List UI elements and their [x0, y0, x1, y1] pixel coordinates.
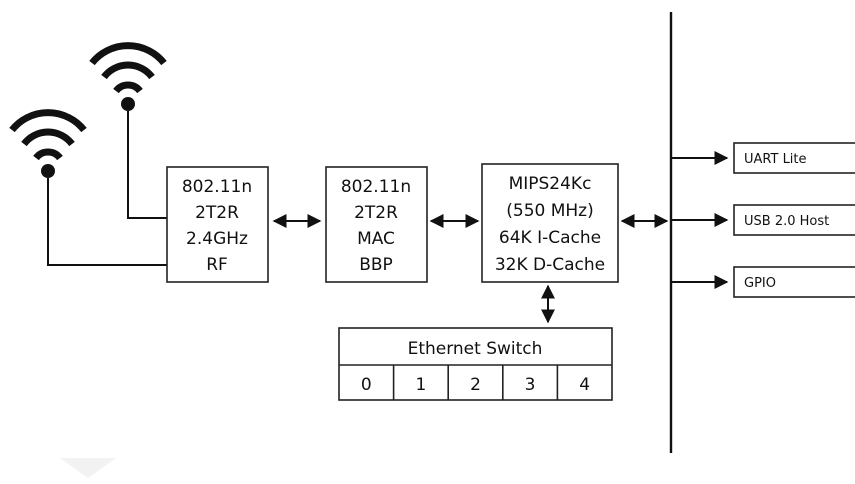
rf-label-3: 2.4GHz: [186, 229, 248, 249]
ethernet-port-0: 0: [361, 375, 372, 395]
rf-label-1: 802.11n: [182, 177, 252, 197]
ethernet-ports: 0 1 2 3 4: [361, 365, 590, 400]
rf-label-4: RF: [206, 255, 228, 275]
peripheral-label-uart-lite: UART Lite: [744, 152, 807, 167]
ethernet-port-1: 1: [415, 375, 426, 395]
antenna-feed-line: [47, 178, 167, 266]
cpu-label-2: (550 MHz): [506, 201, 594, 221]
cpu-block: MIPS24Kc (550 MHz) 64K I-Cache 32K D-Cac…: [481, 163, 619, 283]
decorative-triangle: [60, 458, 116, 478]
mac-label-4: BBP: [359, 255, 393, 275]
cpu-label-1: MIPS24Kc: [509, 174, 592, 194]
ethernet-port-3: 3: [525, 375, 536, 395]
antenna-feed-line: [127, 111, 167, 219]
wifi-icon-right: [89, 42, 167, 111]
rf-block: 802.11n 2T2R 2.4GHz RF: [166, 166, 269, 283]
ethernet-port-4: 4: [579, 375, 590, 395]
ethernet-port-2: 2: [470, 375, 481, 395]
mac-label-1: 802.11n: [341, 177, 411, 197]
peripheral-box: [733, 142, 855, 174]
rf-label-2: 2T2R: [195, 203, 239, 223]
mac-block: 802.11n 2T2R MAC BBP: [325, 166, 428, 283]
peripheral-box: [733, 266, 855, 298]
cpu-label-4: 32K D-Cache: [495, 255, 605, 275]
peripheral-label-gpio: GPIO: [744, 276, 776, 291]
mac-label-2: 2T2R: [354, 203, 398, 223]
peripheral-label-usb-2-0-host: USB 2.0 Host: [744, 214, 829, 229]
wifi-icon-left: [9, 109, 87, 178]
ethernet-switch: Ethernet Switch 0 1 2 3 4: [338, 327, 613, 401]
ethernet-switch-title: Ethernet Switch: [408, 339, 543, 359]
peripheral-box: [733, 204, 855, 236]
mac-label-3: MAC: [357, 229, 395, 249]
cpu-label-3: 64K I-Cache: [499, 228, 601, 248]
